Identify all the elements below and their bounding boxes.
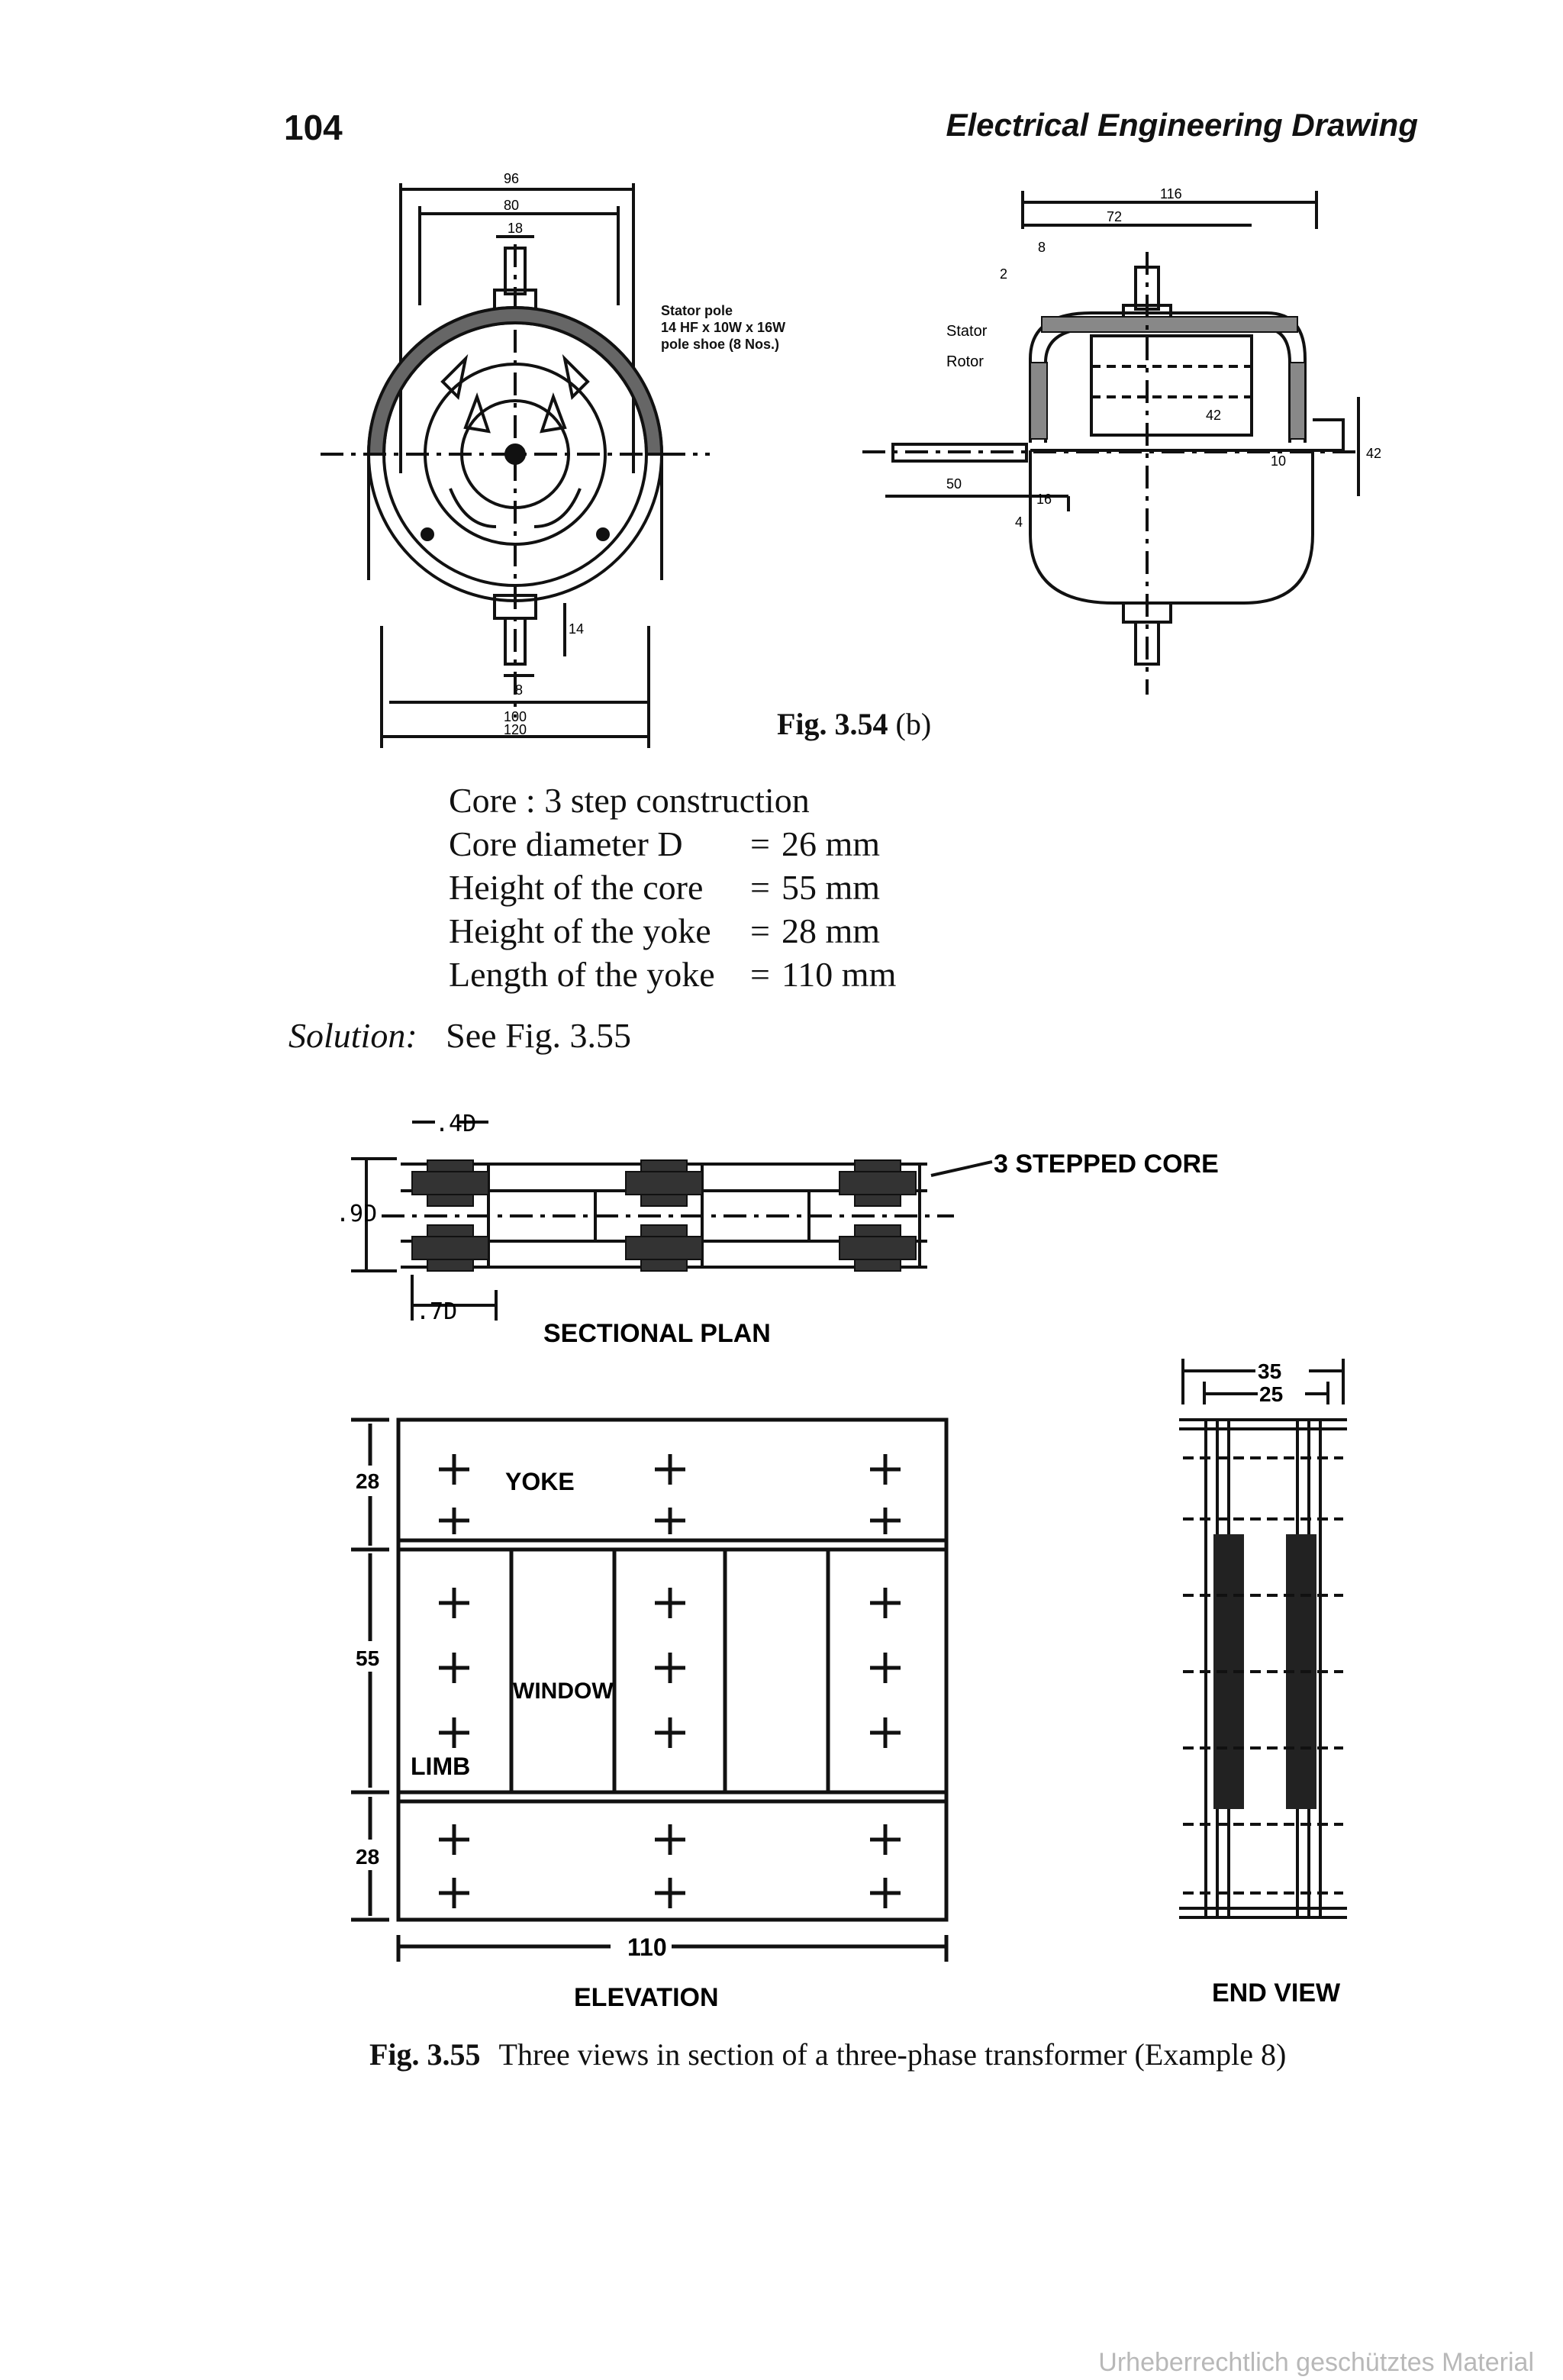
- dim-80: 80: [504, 198, 519, 213]
- spec-equals: =: [750, 955, 770, 994]
- spec-value: 28 mm: [782, 911, 881, 950]
- core-specification: Core : 3 step construction Core diameter…: [449, 779, 896, 996]
- dim-55: 55: [356, 1646, 379, 1670]
- figure-355-label: Fig. 3.55: [369, 2037, 481, 2072]
- spec-label: Core diameter D: [449, 824, 683, 863]
- spec-label: Core : 3 step construction: [449, 781, 810, 820]
- spec-equals: =: [750, 824, 770, 863]
- dim-2: 2: [1000, 266, 1007, 282]
- dim-14: 14: [569, 621, 584, 637]
- dim-16: 16: [1036, 492, 1052, 507]
- solution-line: Solution: See Fig. 3.55: [288, 1015, 631, 1056]
- spec-value: 55 mm: [782, 868, 881, 907]
- spec-line: Core : 3 step construction: [449, 779, 896, 822]
- spec-line: Length of the yoke = 110 mm: [449, 953, 896, 996]
- note-line: Stator pole: [661, 303, 733, 318]
- spec-label: Height of the yoke: [449, 911, 711, 950]
- elevation-drawing: YOKE WINDOW LIMB 28 55 28 110 ELEVATION: [351, 1417, 949, 2012]
- dim-9d: .9D: [336, 1201, 377, 1227]
- spec-value: 110 mm: [782, 955, 897, 994]
- dim-35: 35: [1258, 1359, 1281, 1383]
- dim-42-outer: 42: [1366, 446, 1381, 461]
- dim-100: 100: [504, 709, 527, 724]
- dim-110: 110: [627, 1933, 667, 1961]
- motor-end-view-drawing: 96 80 18 8 14 100 120: [321, 171, 710, 748]
- limb-label: LIMB: [411, 1753, 470, 1780]
- figure-355-text: Three views in section of a three-phase …: [498, 2037, 1287, 2072]
- dim-96: 96: [504, 171, 519, 186]
- yoke-label: YOKE: [505, 1468, 575, 1495]
- running-title: Electrical Engineering Drawing: [946, 107, 1419, 143]
- dim-18: 18: [508, 221, 523, 236]
- dim-28-bottom: 28: [356, 1845, 379, 1869]
- dim-10: 10: [1271, 453, 1286, 469]
- stator-pole-note: Stator pole 14 HF x 10W x 16W pole shoe …: [661, 302, 785, 353]
- page-number: 104: [284, 108, 343, 147]
- solution-label: Solution:: [288, 1016, 417, 1055]
- spec-equals: =: [750, 868, 770, 907]
- dim-7d: .7D: [416, 1298, 457, 1325]
- end-view-title: END VIEW: [1212, 1978, 1341, 2008]
- spec-line: Core diameter D = 26 mm: [449, 822, 896, 866]
- spec-line: Height of the core = 55 mm: [449, 866, 896, 909]
- dim-50: 50: [946, 476, 962, 492]
- spec-value: 26 mm: [782, 824, 881, 863]
- dim-8-top: 8: [1038, 240, 1046, 255]
- spec-equals: =: [750, 911, 770, 950]
- dim-28-top: 28: [356, 1469, 379, 1493]
- dim-25: 25: [1259, 1382, 1283, 1406]
- spec-label: Height of the core: [449, 868, 704, 907]
- dim-4d: .4D: [435, 1111, 476, 1137]
- motor-side-section-drawing: 116 72 8 2 42 42 50 16 10 4 Stator Rotor: [862, 186, 1381, 695]
- dim-120: 120: [504, 722, 527, 737]
- window-label: WINDOW: [513, 1679, 614, 1704]
- sectional-plan-drawing: .4D .9D .7D 3 STEPPED CORE SECTIONAL PLA…: [336, 1111, 1219, 1348]
- figure-354-suffix: (b): [895, 707, 932, 741]
- spec-label: Length of the yoke: [449, 955, 715, 994]
- dim-72: 72: [1107, 209, 1122, 224]
- dim-116: 116: [1160, 186, 1182, 202]
- note-line: 14 HF x 10W x 16W: [661, 320, 786, 335]
- note-line: pole shoe (8 Nos.): [661, 337, 780, 352]
- figure-354-label: Fig. 3.54: [777, 707, 888, 741]
- figure-354-caption: Fig. 3.54 (b): [777, 706, 931, 742]
- dim-4: 4: [1015, 514, 1023, 530]
- label-rotor: Rotor: [946, 353, 984, 370]
- dim-42-inner: 42: [1206, 408, 1221, 423]
- spec-line: Height of the yoke = 28 mm: [449, 909, 896, 953]
- elevation-title: ELEVATION: [574, 1983, 719, 2012]
- solution-text: See Fig. 3.55: [446, 1016, 631, 1055]
- copyright-watermark: Urheberrechtlich geschütztes Material: [1098, 2348, 1534, 2377]
- dim-8: 8: [515, 682, 523, 698]
- end-view-drawing: 35 25 END VIEW: [1179, 1359, 1347, 2008]
- label-stator: Stator: [946, 323, 988, 340]
- figure-355-caption: Fig. 3.55 Three views in section of a th…: [369, 2037, 1286, 2072]
- sectional-plan-title: SECTIONAL PLAN: [543, 1319, 771, 1348]
- stepped-core-label: 3 STEPPED CORE: [994, 1150, 1219, 1179]
